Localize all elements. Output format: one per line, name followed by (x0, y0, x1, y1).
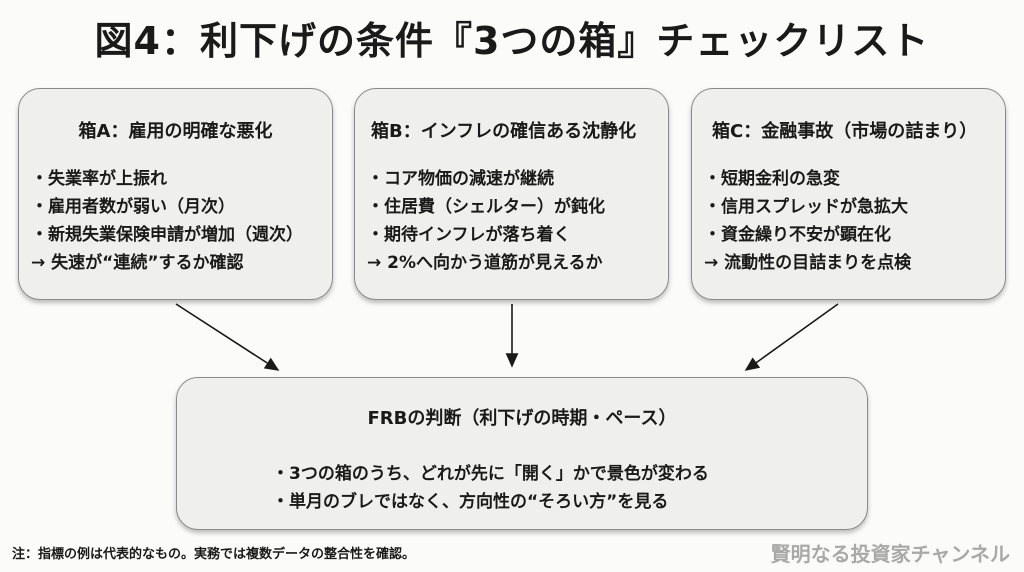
box-frb-decision: FRBの判断（利下げの時期・ペース） ・3つの箱のうち、どれが先に「開く」かで景… (176, 377, 868, 530)
list-item: ・雇用者数が弱い（月次） (31, 197, 235, 217)
list-item: → 流動性の目詰まりを点検 (704, 253, 912, 273)
list-item: ・コア物価の減速が継続 (367, 169, 554, 189)
channel-watermark: 賢明なる投資家チャンネル (770, 542, 1010, 566)
box-a-heading: 箱A：雇用の明確な悪化 (78, 121, 273, 142)
arrow-a-to-decision (175, 303, 280, 371)
list-item: ・単月のブレではなく、方向性の“そろい方”を見る (272, 492, 669, 512)
list-item: → 失速が“連続”するか確認 (31, 253, 244, 273)
box-a-employment: 箱A：雇用の明確な悪化 ・失業率が上振れ ・雇用者数が弱い（月次） ・新規失業保… (18, 88, 333, 300)
list-item: ・3つの箱のうち、どれが先に「開く」かで景色が変わる (272, 464, 709, 484)
box-c-heading: 箱C：金融事故（市場の詰まり） (712, 121, 978, 142)
list-item: ・短期金利の急変 (704, 169, 840, 189)
list-item: → 2%へ向かう道筋が見えるか (367, 253, 603, 273)
box-b-heading: 箱B：インフレの確信ある沈静化 (371, 121, 637, 142)
box-b-inflation: 箱B：インフレの確信ある沈静化 ・コア物価の減速が継続 ・住居費（シェルター）が… (354, 88, 669, 300)
list-item: ・信用スプレッドが急拡大 (704, 197, 908, 217)
list-item: ・期待インフレが落ち着く (367, 225, 571, 245)
list-item: ・住居費（シェルター）が鈍化 (367, 197, 605, 217)
decision-heading: FRBの判断（利下げの時期・ペース） (367, 408, 677, 429)
arrow-c-to-decision (744, 303, 839, 371)
footnote: 注：指標の例は代表的なもの。実務では複数データの整合性を確認。 (12, 547, 416, 562)
box-c-financial-accident: 箱C：金融事故（市場の詰まり） ・短期金利の急変 ・信用スプレッドが急拡大 ・資… (691, 88, 1006, 300)
list-item: ・資金繰り不安が顕在化 (704, 225, 891, 245)
list-item: ・新規失業保険申請が増加（週次） (31, 225, 303, 245)
page-title: 図4：利下げの条件『3つの箱』チェックリスト (94, 19, 930, 63)
list-item: ・失業率が上振れ (31, 169, 167, 189)
